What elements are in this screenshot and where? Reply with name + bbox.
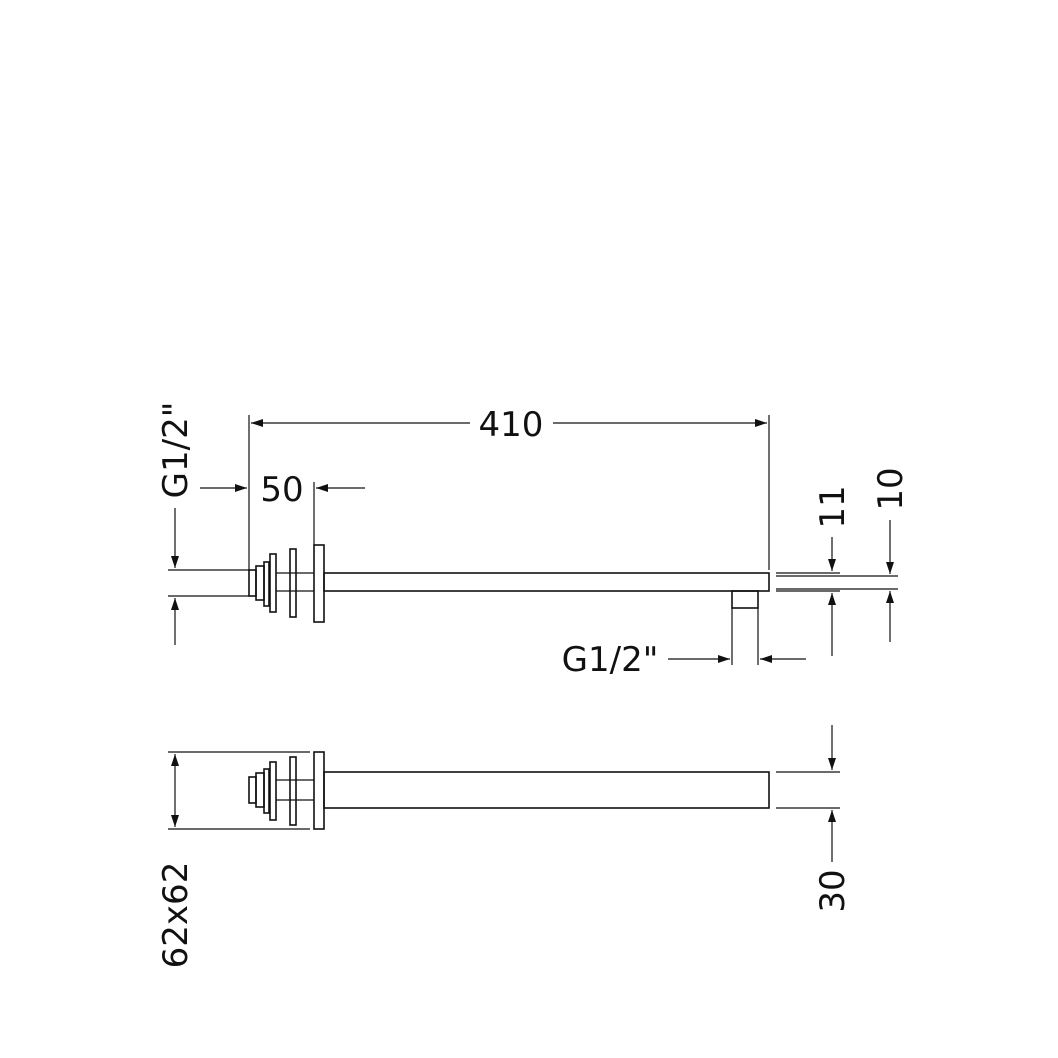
dimension-outlet-thread: G1/2" (562, 608, 806, 680)
dim-inlet-thread-label: G1/2" (156, 402, 196, 499)
top-view (248, 751, 770, 830)
dim-410-label: 410 (479, 405, 544, 445)
dim-50-label: 50 (260, 470, 303, 510)
dimension-410: 410 (248, 405, 770, 570)
dimension-10: 10 (776, 467, 911, 642)
nut-top (255, 772, 265, 808)
dimension-50: 50 (200, 470, 365, 545)
washer-top (289, 756, 297, 826)
side-view (248, 544, 770, 623)
dimension-inlet-thread: G1/2" (156, 402, 249, 645)
stub-top (248, 776, 257, 804)
dim-11-label: 11 (813, 485, 853, 528)
dim-62x62-label: 62x62 (156, 862, 196, 969)
inlet-stub (248, 569, 257, 597)
dimension-11: 11 (776, 485, 853, 656)
dimension-30: 30 (776, 725, 853, 913)
arm-side (323, 572, 770, 592)
dim-outlet-thread-label: G1/2" (562, 640, 659, 680)
nut-side (255, 565, 265, 601)
arm-top (323, 771, 770, 809)
wall-flange-side (313, 544, 325, 623)
dim-30-label: 30 (813, 869, 853, 912)
washer-top (269, 761, 277, 821)
washer-side (289, 548, 297, 618)
outlet-nipple (731, 590, 759, 609)
washer-side (269, 553, 277, 613)
dim-10-label: 10 (871, 467, 911, 510)
dimension-62x62: 62x62 (156, 751, 310, 969)
wall-flange-top (313, 751, 325, 830)
